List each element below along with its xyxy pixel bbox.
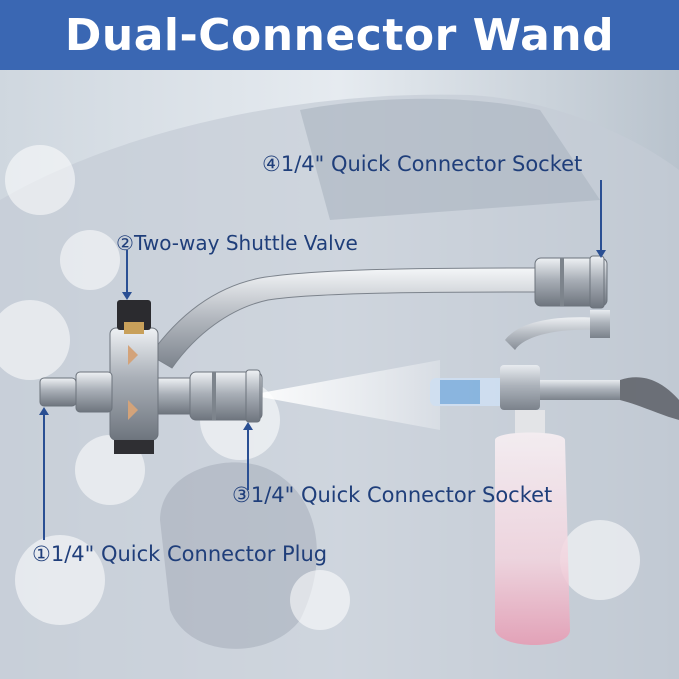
callout-2-label: ②Two-way Shuttle Valve (116, 231, 358, 255)
banner-title: Dual-Connector Wand (64, 9, 615, 61)
callout-3-text: 1/4" Quick Connector Socket (250, 483, 553, 507)
callout-1-label: ①1/4" Quick Connector Plug (32, 542, 327, 566)
callout-4-number: ④ (262, 152, 281, 176)
callout-1-number: ① (32, 542, 51, 566)
product-scene (0, 70, 679, 679)
valve-body (109, 327, 159, 454)
car-window (300, 98, 600, 220)
callout-4-text: 1/4" Quick Connector Socket (280, 152, 583, 176)
callout-2-number: ② (116, 231, 134, 255)
callout-3-number: ③ (232, 483, 251, 507)
callout-3-label: ③1/4" Quick Connector Socket (232, 483, 552, 507)
title-banner: Dual-Connector Wand (0, 0, 679, 70)
water-jet (250, 360, 440, 430)
callout-4-label: ④1/4" Quick Connector Socket (262, 152, 582, 176)
shuttle-valve-knob (117, 300, 151, 334)
car-wheel (160, 462, 317, 649)
callout-1-text: 1/4" Quick Connector Plug (50, 542, 328, 566)
middle-quick-socket (157, 369, 263, 423)
top-quick-socket (534, 255, 608, 309)
callout-lines (39, 180, 606, 540)
callout-2-text: Two-way Shuttle Valve (133, 231, 358, 255)
left-quick-plug (39, 371, 113, 413)
foam-cannon (430, 310, 679, 645)
